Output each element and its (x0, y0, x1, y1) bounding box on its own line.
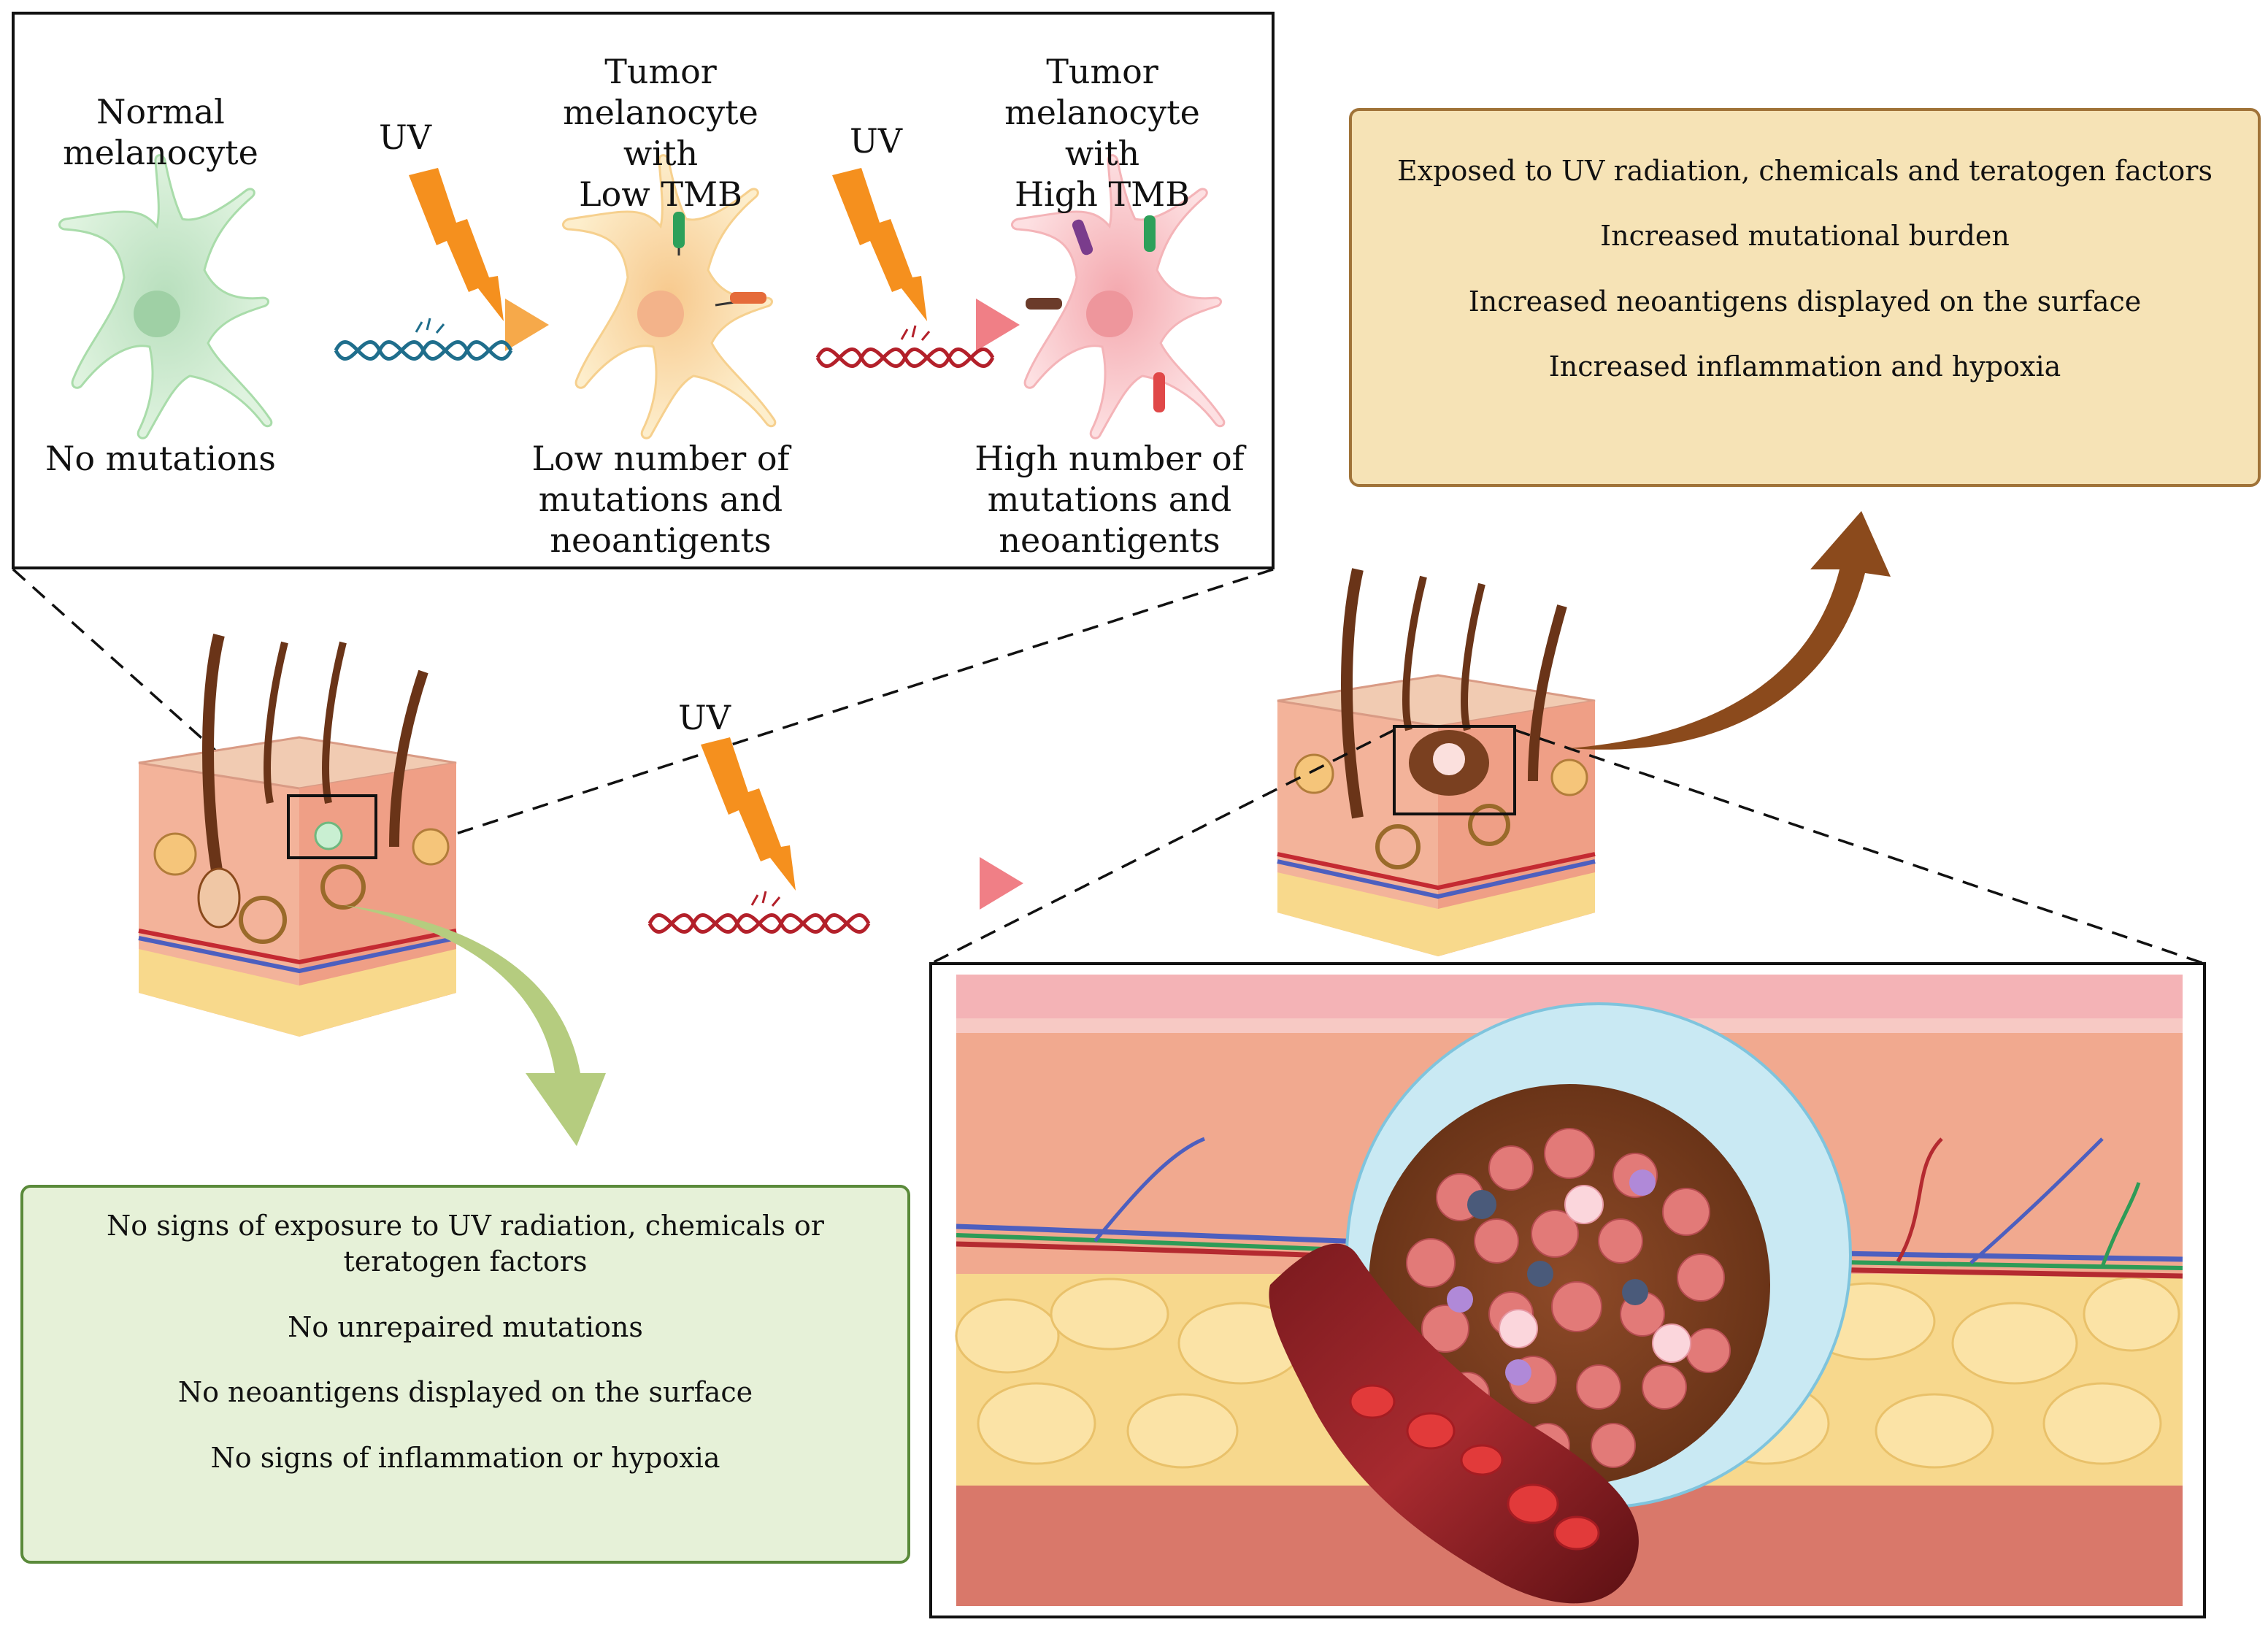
uv-label-1: UV (379, 118, 431, 157)
normal-melanocyte-caption: No mutations (45, 439, 276, 478)
brown-curved-arrow (1569, 511, 1891, 750)
uv-label-center: UV (678, 698, 731, 737)
green-curved-arrow (343, 905, 606, 1146)
tumor-skin-block-icon (1277, 568, 1596, 956)
healthy-skin-block-icon (138, 634, 457, 1037)
tumor-line-1: Exposed to UV radiation, chemicals and t… (1397, 155, 2213, 187)
high-tmb-title: Tumor melanocyte with High TMB (1004, 52, 1200, 215)
normal-summary-text: No signs of exposure to UV radiation, ch… (95, 1208, 836, 1505)
high-tmb-melanocyte-icon (1011, 154, 1226, 439)
tumor-summary-box (1349, 108, 2261, 487)
tumor-microenvironment-panel (929, 962, 2206, 1618)
dna-icon-3 (647, 891, 871, 934)
tumor-line-4: Increased inflammation and hypoxia (1548, 350, 2061, 383)
dna-icon-2 (815, 325, 995, 368)
normal-line-1: No signs of exposure to UV radiation, ch… (107, 1210, 824, 1278)
normal-line-2: No unrepaired mutations (288, 1310, 643, 1343)
uv-bolt-icon-3 (701, 737, 796, 891)
low-tmb-caption: Low number of mutations and neoantigents (531, 439, 790, 561)
uv-label-2: UV (850, 121, 902, 161)
normal-melanocyte-icon (58, 154, 273, 439)
normal-line-3: No neoantigens displayed on the surface (177, 1376, 753, 1409)
tumor-line-2: Increased mutational burden (1600, 220, 2010, 253)
normal-melanocyte-title: Normal melanocyte (63, 92, 258, 173)
tumor-summary-text: Exposed to UV radiation, chemicals and t… (1372, 153, 2237, 415)
tumor-line-3: Increased neoantigens displayed on the s… (1468, 285, 2142, 318)
uv-bolt-icon-2 (832, 168, 927, 321)
low-tmb-title: Tumor melanocyte with Low TMB (563, 52, 758, 215)
uv-bolt-icon (409, 168, 504, 321)
normal-line-4: No signs of inflammation or hypoxia (210, 1441, 720, 1474)
low-tmb-melanocyte-icon (562, 154, 777, 439)
normal-summary-box (20, 1185, 910, 1564)
dna-icon (334, 318, 513, 361)
high-tmb-caption: High number of mutations and neoantigent… (975, 439, 1245, 561)
